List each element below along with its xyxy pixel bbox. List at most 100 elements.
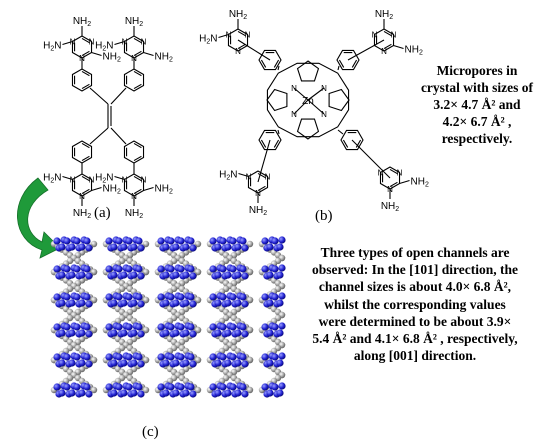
nitrogen-atom [53, 353, 61, 361]
atom-label: N [372, 31, 378, 40]
nitrogen-atom [125, 293, 133, 301]
nitrogen-atom [278, 292, 286, 300]
atom-label: N [131, 54, 137, 63]
nitrogen-atom [110, 329, 118, 337]
nitrogen-atom [83, 237, 91, 245]
nitrogen-atom [58, 243, 66, 251]
nitrogen-atom [157, 383, 165, 391]
nitrogen-atom [63, 237, 71, 245]
bond [238, 172, 249, 178]
atom-label: N [245, 31, 251, 40]
atom-label: H2N [43, 41, 61, 53]
panel-label-c: (c) [142, 424, 159, 440]
atom-label: N [397, 169, 403, 178]
crystal-packing-view [50, 236, 286, 398]
nitrogen-atom [241, 330, 249, 338]
nitrogen-atom [234, 299, 242, 307]
atom-label: NH2 [73, 16, 91, 28]
nitrogen-atom [115, 383, 123, 391]
aromatic-ring [336, 49, 360, 71]
nitrogen-atom [172, 329, 180, 337]
nitrogen-atom [187, 323, 195, 331]
nitrogen-atom [266, 299, 274, 307]
aromatic-ring [71, 140, 93, 164]
bond [260, 139, 267, 148]
atom-label: N [381, 47, 387, 56]
nitrogen-atom [105, 383, 113, 391]
bond [218, 33, 229, 39]
atom-label: N [141, 38, 147, 47]
nitrogen-atom [241, 360, 249, 368]
nitrogen-atom [177, 265, 185, 273]
nitrogen-atom [162, 329, 170, 337]
atom-label: NH2 [73, 208, 91, 220]
bond [342, 139, 349, 148]
nitrogen-atom [182, 271, 190, 279]
nitrogen-atom [83, 265, 91, 273]
bond [81, 188, 90, 195]
nitrogen-atom [53, 237, 61, 245]
nitrogen-atom [214, 243, 222, 251]
nitrogen-atom [167, 383, 175, 391]
bond [81, 83, 90, 90]
nitrogen-atom [172, 359, 180, 367]
nitrogen-atom [261, 323, 269, 331]
panel-label-a: (a) [94, 205, 111, 221]
carbon-atom [246, 386, 254, 394]
note-line: respectively. [441, 131, 513, 146]
nitrogen-atom [239, 265, 247, 273]
bond [257, 185, 266, 192]
nitrogen-atom [209, 383, 217, 391]
bond [277, 65, 280, 71]
nitrogen-atom [58, 329, 66, 337]
aromatic-ring [258, 49, 282, 71]
note-line: 5.4 Å² and 4.1× 6.8 Å² , respectively, [312, 331, 518, 347]
atom-label: H2N [199, 34, 217, 46]
bond [273, 59, 280, 68]
nitrogen-atom [68, 243, 76, 251]
bond [133, 155, 142, 162]
nitrogen-atom [85, 360, 93, 368]
nitrogen-atom [120, 329, 128, 337]
bond [89, 87, 109, 105]
aromatic-ring [123, 35, 145, 59]
bond [347, 39, 385, 61]
bond [389, 168, 398, 175]
nitrogen-atom [182, 389, 190, 397]
nitrogen-atom [110, 299, 118, 307]
atom-label: N [321, 84, 327, 93]
nitrogen-atom [83, 293, 91, 301]
bond [237, 43, 246, 50]
nitrogen-atom [120, 243, 128, 251]
bond [133, 142, 142, 149]
bond [91, 186, 102, 192]
nitrogen-atom [63, 293, 71, 301]
bond [133, 50, 142, 57]
nitrogen-atom [162, 359, 170, 367]
nitrogen-atom [209, 353, 217, 361]
nitrogen-atom [167, 237, 175, 245]
atom-label: N [89, 38, 95, 47]
nitrogen-atom [229, 323, 237, 331]
atom-label: NH2 [381, 201, 399, 213]
nitrogen-atom [187, 265, 195, 273]
nitrogen-atom [219, 323, 227, 331]
bond [62, 175, 73, 181]
nitrogen-atom [120, 359, 128, 367]
nitrogen-atom [110, 243, 118, 251]
nitrogen-atom [73, 293, 81, 301]
nitrogen-atom [105, 265, 113, 273]
nitrogen-atom [239, 323, 247, 331]
nitrogen-atom [135, 237, 143, 245]
bond [273, 139, 280, 148]
nitrogen-atom [157, 265, 165, 273]
nitrogen-atom [276, 271, 284, 279]
nitrogen-atom [219, 353, 227, 361]
nitrogen-atom [78, 329, 86, 337]
nitrogen-atom [162, 299, 170, 307]
nitrogen-atom [68, 271, 76, 279]
nitrogen-atom [68, 329, 76, 337]
nitrogen-atom [276, 329, 284, 337]
nitrogen-atom [229, 383, 237, 391]
nitrogen-atom [266, 359, 274, 367]
